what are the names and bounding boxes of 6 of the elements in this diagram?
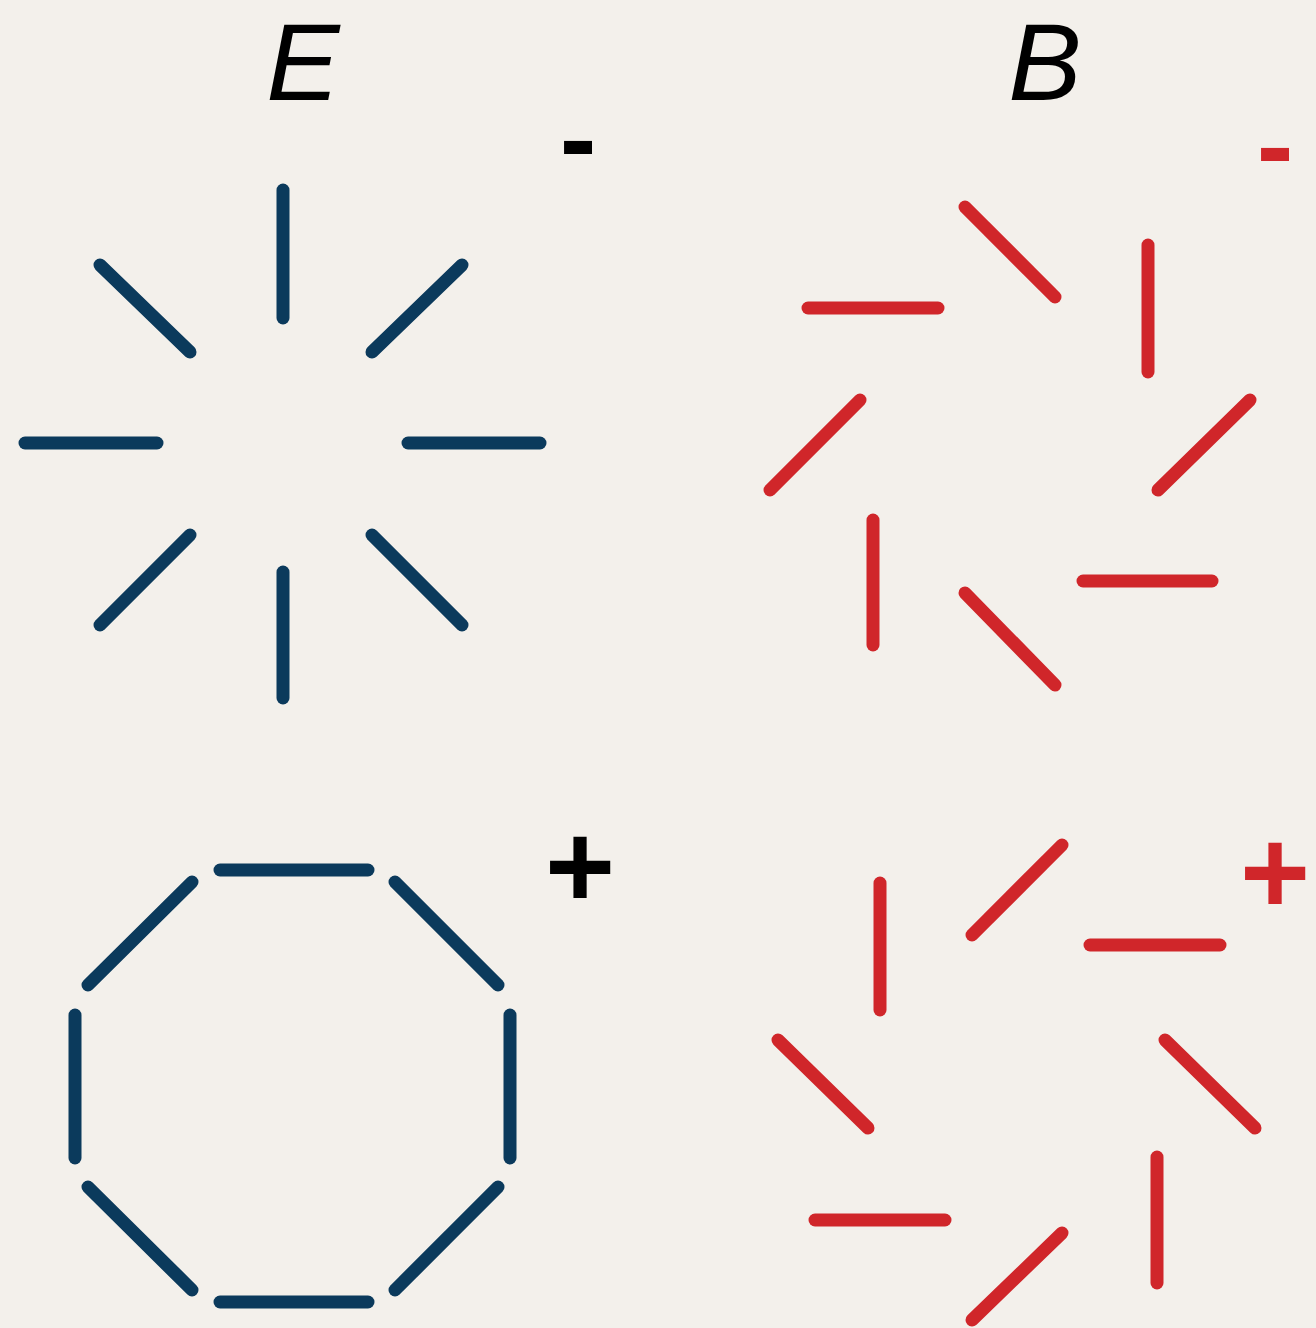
field-label: E <box>266 7 340 117</box>
sign-label: + <box>1239 812 1311 932</box>
sign-label: + <box>544 806 616 926</box>
field-label: B <box>1008 7 1082 117</box>
sign-label: - <box>1256 90 1294 200</box>
sign-label: - <box>559 83 597 193</box>
